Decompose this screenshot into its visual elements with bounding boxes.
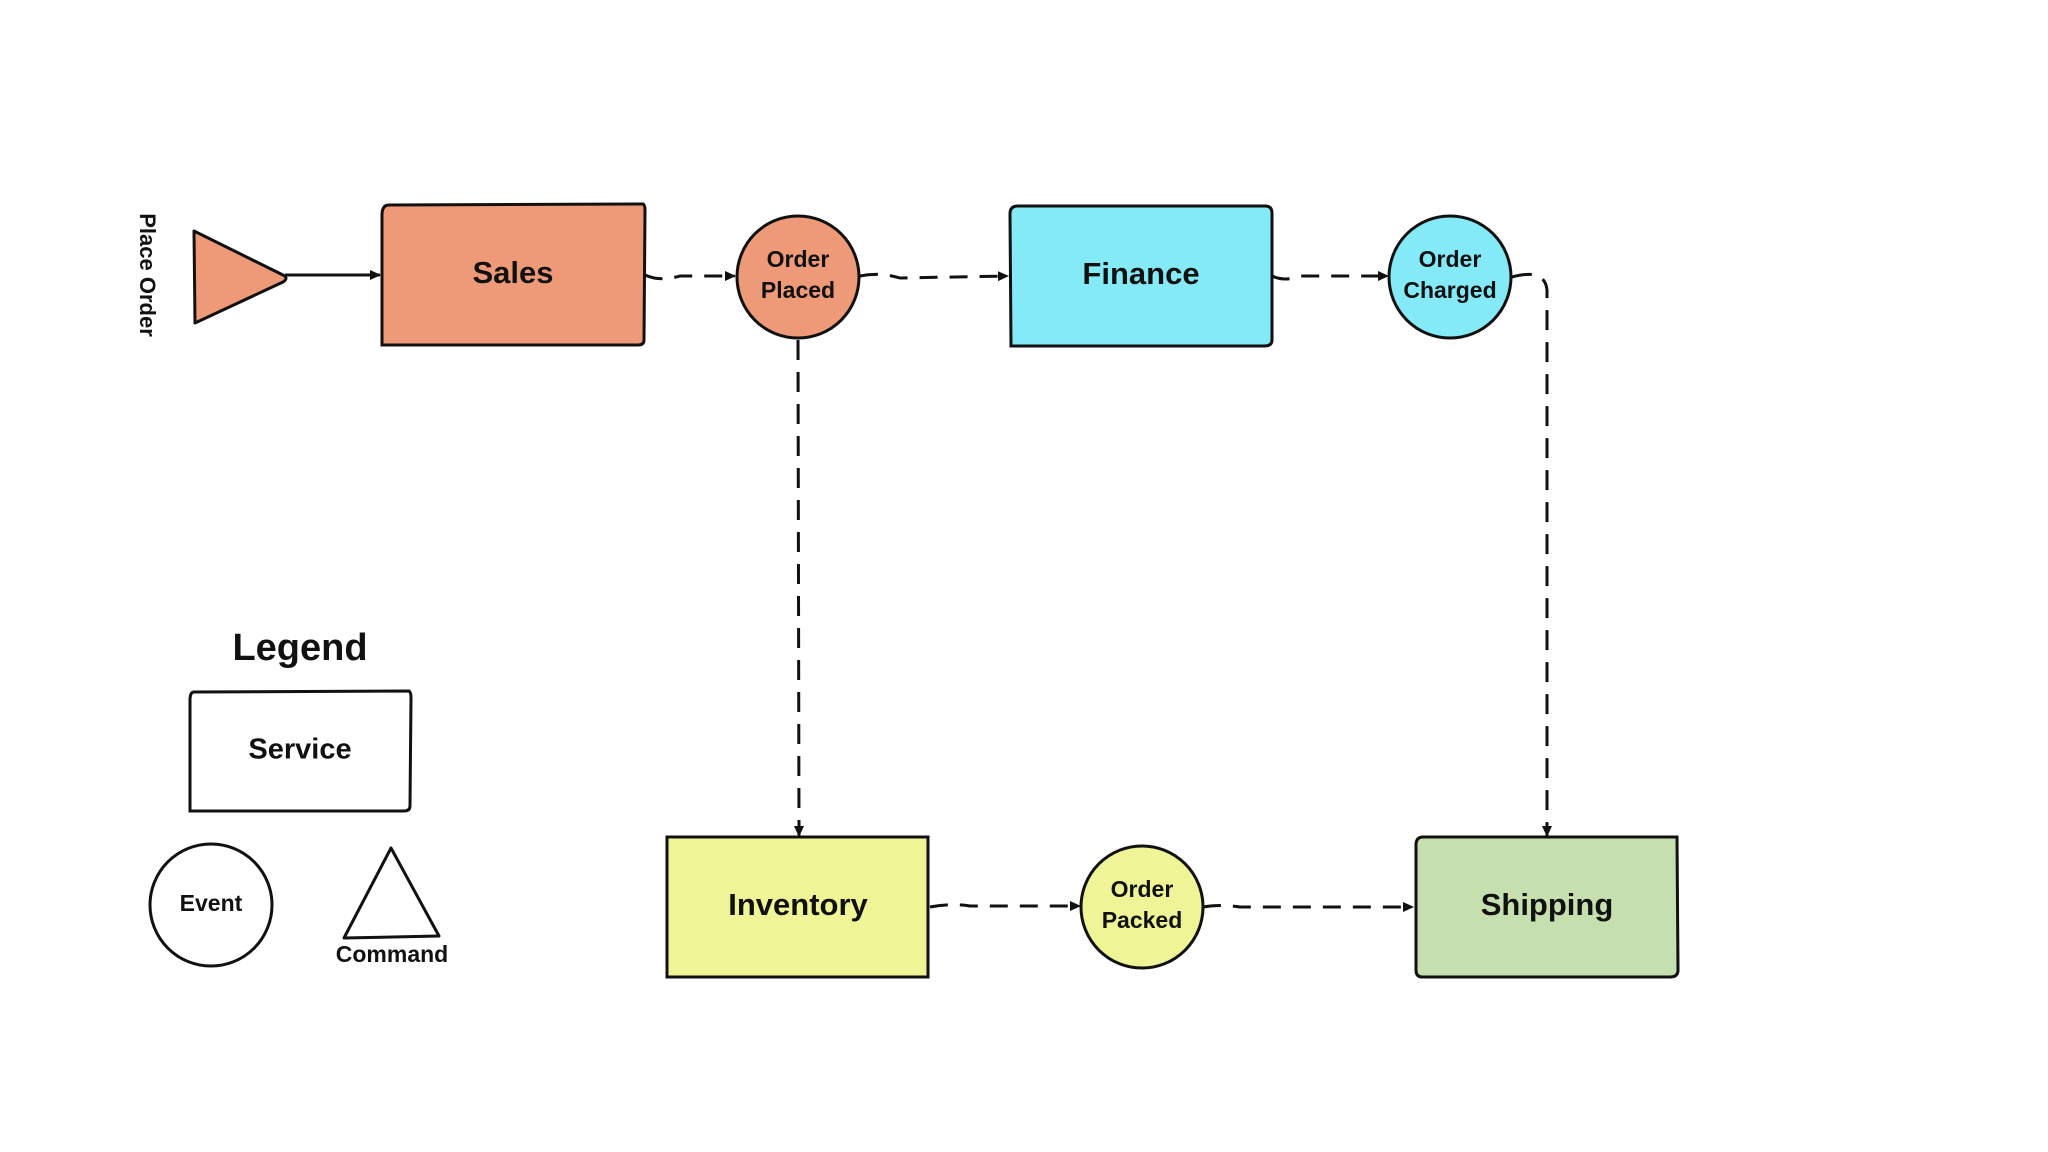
service-box: [665, 835, 930, 979]
arrow-sales-to-order-placed: [644, 271, 736, 281]
service-label: Inventory: [728, 887, 868, 922]
command-triangle: [192, 229, 288, 325]
event-order-placed: Order Placed: [735, 214, 861, 340]
arrow-order-charged-to-shipping: [1511, 272, 1552, 837]
legend-command-triangle: [342, 846, 441, 940]
event-label-line2: Charged: [1403, 277, 1496, 303]
command-label: Place Order: [135, 213, 160, 337]
event-circle: [1079, 844, 1205, 970]
arrow-order-placed-to-inventory: [793, 339, 804, 837]
legend-service-box: [188, 689, 413, 813]
service-label: Sales: [472, 255, 553, 290]
arrow-order-packed-to-shipping: [1202, 902, 1414, 912]
event-label-line1: Order: [1111, 876, 1174, 902]
service-finance: Finance: [1008, 204, 1274, 348]
legend-command-label: Command: [336, 941, 448, 967]
service-box: [1414, 835, 1680, 979]
arrow-finance-to-order-charged: [1271, 271, 1389, 281]
event-circle: [1387, 214, 1513, 340]
event-order-packed: Order Packed: [1079, 844, 1205, 970]
legend-event-circle: [148, 842, 274, 968]
service-label: Finance: [1082, 256, 1199, 291]
legend-title: Legend: [232, 627, 367, 669]
service-shipping: Shipping: [1414, 835, 1680, 979]
event-label-line2: Packed: [1102, 907, 1183, 933]
event-label-line2: Placed: [761, 277, 835, 303]
service-sales: Sales: [380, 202, 647, 347]
legend-service-label: Service: [248, 734, 351, 766]
command-place-order: Place Order: [135, 213, 288, 337]
arrow-inventory-to-order-packed: [929, 901, 1081, 911]
event-label-line1: Order: [767, 246, 830, 272]
service-label: Shipping: [1481, 887, 1614, 922]
event-circle: [735, 214, 861, 340]
legend: Legend Service Event Command: [148, 627, 448, 968]
connectors: [285, 270, 1552, 912]
arrow-order-placed-to-finance: [859, 271, 1009, 282]
service-inventory: Inventory: [665, 835, 930, 979]
legend-event-label: Event: [180, 890, 243, 916]
service-box: [1008, 204, 1274, 348]
service-box: [380, 202, 647, 347]
event-label-line1: Order: [1419, 246, 1482, 272]
event-order-charged: Order Charged: [1387, 214, 1513, 340]
